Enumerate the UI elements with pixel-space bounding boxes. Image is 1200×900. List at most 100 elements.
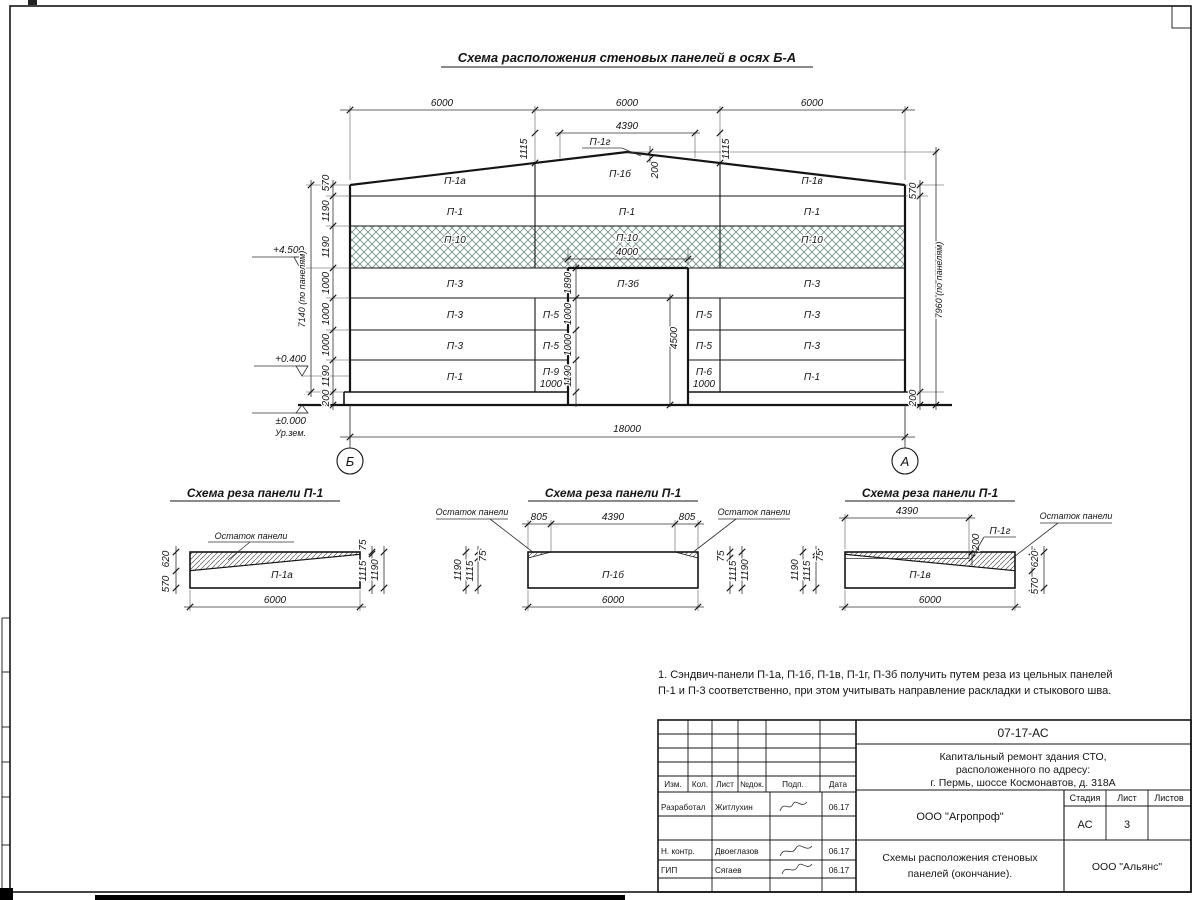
dim-label: 1115 xyxy=(802,560,813,581)
dim-label: 1190 xyxy=(563,365,574,387)
scan-artifact xyxy=(0,888,13,900)
column-header: Лист xyxy=(716,780,734,789)
dim-label: 570 xyxy=(908,182,919,199)
signature xyxy=(779,801,808,812)
panel-label: П-1а xyxy=(271,570,293,581)
panel-label: П-5 xyxy=(543,341,560,352)
panel-label: П-10 xyxy=(616,233,638,244)
dim-label: 620 xyxy=(161,550,172,567)
dim-label: 4500 xyxy=(669,326,680,349)
dim-label: 1190 xyxy=(790,559,801,581)
title-block: 07-17-АС Капитальный ремонт здания СТО, … xyxy=(657,719,1192,893)
remnant-area xyxy=(674,551,699,559)
panel-label: П-3 xyxy=(447,341,464,352)
panel-label: П-1а xyxy=(444,176,466,187)
panel-label: П-1б xyxy=(609,168,631,180)
panel-label: П-3 xyxy=(447,279,464,290)
dim-label: 805 xyxy=(679,512,696,523)
panel-label: П-3 xyxy=(804,310,821,321)
scan-artifact xyxy=(95,895,625,900)
panel-label: П-3б xyxy=(617,278,639,290)
cut-scheme-title: Схема реза панели П-1 xyxy=(862,486,999,500)
panel-label: П-3 xyxy=(804,279,821,290)
panel-label: П-3 xyxy=(804,341,821,352)
signature xyxy=(779,845,813,857)
elevation-marks: +4.500 +0.400 ±0.000 Ур.зем. xyxy=(252,244,350,439)
dim-label: 1000 xyxy=(563,333,574,356)
organization-name: ООО "Альянс" xyxy=(1092,861,1162,873)
dim-label: 1000 xyxy=(321,271,332,294)
project-description: расположенного по адресу: xyxy=(956,764,1090,776)
panel-label: П-1 xyxy=(804,372,820,383)
panel-label: П-10 xyxy=(444,235,466,246)
remnant-label: Остаток панели xyxy=(718,507,791,517)
dim-label: 1115 xyxy=(358,560,369,581)
dim-label: 6000 xyxy=(264,595,287,606)
dim-label: 200 xyxy=(321,389,332,407)
dim-label: 4000 xyxy=(616,247,639,258)
doc-number: 07-17-АС xyxy=(997,726,1048,740)
dim-label: 1190 xyxy=(453,559,464,581)
staff-name: Житлухин xyxy=(715,803,753,812)
door-opening xyxy=(568,298,688,405)
panel-label: П-1 xyxy=(447,207,463,218)
panel-label: П-5 xyxy=(543,310,560,321)
dim-label: 1000 xyxy=(540,379,563,390)
remnant-label: Остаток панели xyxy=(215,531,288,541)
column-header: Кол. xyxy=(692,780,708,789)
dim-label: 7140 (по панелям) xyxy=(297,251,307,328)
dim-label: 1190 xyxy=(321,200,332,222)
signature xyxy=(781,863,813,875)
note-line: П-1 и П-3 соответственно, при этом учиты… xyxy=(658,685,1111,697)
dim-label: 200 xyxy=(908,389,919,407)
column-header: №док. xyxy=(740,780,764,789)
main-scheme: Схема расположения стеновых панелей в ос… xyxy=(252,49,952,475)
axis-label-b: Б xyxy=(346,454,355,469)
dim-label: 6000 xyxy=(801,98,824,109)
remnant-label: Остаток панели xyxy=(1040,511,1113,521)
dim-label: 1190 xyxy=(370,559,381,581)
dim-label: 4390 xyxy=(602,512,625,523)
stage-value: АС xyxy=(1077,819,1092,831)
note-line: 1. Сэндвич-панели П-1а, П-1б, П-1в, П-1г… xyxy=(658,669,1113,681)
staff-role: ГИП xyxy=(661,866,677,875)
corner-stamp-box xyxy=(1171,5,1192,29)
dim-label: 1890 xyxy=(563,271,574,294)
panel-label: П-10 xyxy=(801,235,823,246)
dim-label: 75 xyxy=(815,550,826,562)
dim-label: 1115 xyxy=(519,138,530,159)
cut-scheme-1: Схема реза панели П-1 Остаток панели П-1… xyxy=(160,485,388,611)
column-header: Дата xyxy=(829,780,848,789)
dim-label: 6000 xyxy=(431,98,454,109)
staff-date: 06.17 xyxy=(829,866,850,875)
dim-label: 6000 xyxy=(919,595,942,606)
main-scheme-texts: 6000 6000 6000 4390 1115 1115 П-1г 200 П… xyxy=(296,97,946,437)
dim-label: 570 xyxy=(321,174,332,191)
axis-label-a: А xyxy=(900,454,910,469)
dim-label: 18000 xyxy=(613,424,641,435)
dim-label: 1190 xyxy=(740,559,751,581)
column-header: Изм. xyxy=(664,780,682,789)
dim-label: 1115 xyxy=(728,560,739,581)
cut-scheme-title: Схема реза панели П-1 xyxy=(187,486,324,500)
cut-scheme-3: Схема реза панели П-1 4390 200 П-1г Оста… xyxy=(789,485,1114,611)
remnant-area xyxy=(527,551,552,559)
level-label: +0.400 xyxy=(275,354,306,365)
dim-label: 1000 xyxy=(321,302,332,325)
panel-label: П-6 xyxy=(696,367,713,378)
dim-label: 1115 xyxy=(721,138,732,159)
panel-label: П-1б xyxy=(602,569,624,581)
remnant-label: Остаток панели xyxy=(436,507,509,517)
dim-label: 75 xyxy=(358,539,369,551)
dim-label: 1000 xyxy=(693,379,716,390)
panel-label: П-1в xyxy=(801,176,822,187)
stage-header: Стадия xyxy=(1070,793,1101,803)
staff-name: Сягаев xyxy=(715,866,742,875)
dim-label: 7960 (по панелям) xyxy=(934,242,944,319)
panel-label: П-5 xyxy=(696,341,713,352)
dim-label: 805 xyxy=(531,512,548,523)
sheet-title: Схемы расположения стеновых xyxy=(882,852,1038,864)
dim-label: 1190 xyxy=(321,365,332,387)
panel-label: П-1г xyxy=(589,137,610,148)
